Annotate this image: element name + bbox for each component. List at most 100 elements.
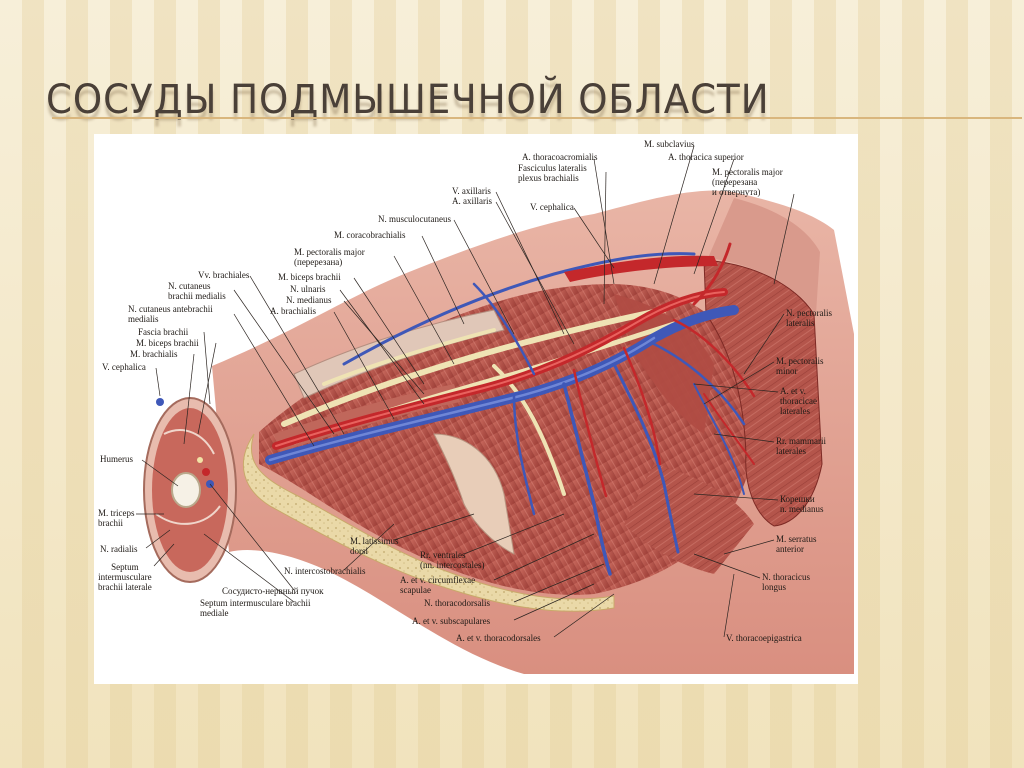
label-a-axillaris: A. axillaris bbox=[452, 196, 492, 206]
label-line: medialis bbox=[128, 314, 159, 324]
label-line: Rr. ventrales bbox=[420, 550, 466, 560]
label-line: M. triceps bbox=[98, 508, 135, 518]
label-line: V. cephalica bbox=[530, 202, 574, 212]
label-a-v-thoracodorsales: A. et v. thoracodorsales bbox=[456, 633, 541, 643]
label-line: brachii bbox=[98, 518, 123, 528]
latissimus-dorsi-tendon bbox=[433, 433, 515, 555]
label-line: anterior bbox=[776, 544, 804, 554]
serratus-anterior bbox=[624, 464, 754, 574]
label-line: V. thoracoepigastrica bbox=[726, 633, 802, 643]
label-line: Fasciculus lateralis bbox=[518, 163, 587, 173]
label-line: intermusculare bbox=[98, 572, 152, 582]
label-line: laterales bbox=[780, 406, 810, 416]
label-line: A. brachialis bbox=[270, 306, 316, 316]
label-v-cephalica-top: V. cephalica bbox=[530, 202, 574, 212]
label-a-brachialis: A. brachialis bbox=[270, 306, 316, 316]
label-a-thoracoacromialis: A. thoracoacromialis bbox=[522, 152, 597, 162]
label-line: N. pectoralis bbox=[786, 308, 832, 318]
label-line: M. subclavius bbox=[644, 139, 695, 149]
label-n-thoracodorsalis: N. thoracodorsalis bbox=[424, 598, 490, 608]
label-m-biceps-brachii-left: M. biceps brachii bbox=[136, 338, 199, 348]
pectoralis-major-flap bbox=[703, 259, 823, 527]
label-line: N. cutaneus bbox=[168, 281, 211, 291]
label-line: (nn. intercostales) bbox=[420, 560, 485, 570]
cephalic-vein bbox=[342, 252, 696, 366]
label-a-v-subscapulares: A. et v. subscapulares bbox=[412, 616, 490, 626]
label-line: M. latissimus bbox=[350, 536, 399, 546]
label-line: V. axillaris bbox=[452, 186, 491, 196]
label-n-musculocutaneus: N. musculocutaneus bbox=[378, 214, 451, 224]
leader-lines bbox=[136, 145, 795, 638]
label-line: M. coracobrachialis bbox=[334, 230, 406, 240]
label-line: N. thoracicus bbox=[762, 572, 810, 582]
label-v-axillaris: V. axillaris bbox=[452, 186, 491, 196]
label-line: brachii laterale bbox=[98, 582, 152, 592]
label-line: M. serratus bbox=[776, 534, 817, 544]
label-line: Humerus bbox=[100, 454, 133, 464]
label-line: scapulae bbox=[400, 585, 431, 595]
label-line: M. brachialis bbox=[130, 349, 178, 359]
label-line: N. ulnaris bbox=[290, 284, 326, 294]
label-n-ulnaris: N. ulnaris bbox=[290, 284, 326, 294]
label-line: lateralis bbox=[786, 318, 815, 328]
label-m-coracobrachialis: M. coracobrachialis bbox=[334, 230, 405, 240]
label-m-brachialis: M. brachialis bbox=[130, 349, 178, 359]
label-line: V. cephalica bbox=[102, 362, 146, 372]
label-line: и отвернута) bbox=[712, 187, 761, 197]
slide-title: СОСУДЫ ПОДМЫШЕЧНОЙ ОБЛАСТИ bbox=[46, 77, 770, 123]
label-line: A. et v. subscapulares bbox=[412, 616, 491, 626]
axillary-region-drawing bbox=[136, 145, 854, 675]
label-m-pectoralis-major-l: M. pectoralis major(перерезана) bbox=[294, 247, 365, 267]
label-line: N. medianus bbox=[286, 295, 332, 305]
label-line: A. et v. bbox=[780, 386, 806, 396]
label-sosudisto-nervnyi: Сосудисто-нервный пучок bbox=[222, 586, 323, 596]
label-humerus: Humerus bbox=[100, 454, 133, 464]
anatomy-illustration: M. subclavius A. thoracoacromialis A. thor… bbox=[94, 134, 858, 684]
label-line: A. thoracoacromialis bbox=[522, 152, 598, 162]
label-line: brachii medialis bbox=[168, 291, 226, 301]
label-line: (перерезана) bbox=[294, 257, 343, 267]
humerus-bone bbox=[171, 472, 201, 508]
label-line: mediale bbox=[200, 608, 229, 618]
label-line: A. axillaris bbox=[452, 196, 492, 206]
label-line: (перерезана bbox=[712, 177, 758, 187]
label-line: Rr. mammarii bbox=[776, 436, 826, 446]
pectoralis-minor bbox=[614, 294, 714, 434]
label-line: Fascia brachii bbox=[138, 327, 189, 337]
label-line: laterales bbox=[776, 446, 806, 456]
label-line: A. thoracica superior bbox=[668, 152, 744, 162]
label-line: M. pectoralis major bbox=[294, 247, 365, 257]
anatomy-labels: M. subclavius A. thoracoacromialis A. thor… bbox=[94, 134, 858, 684]
label-line: thoracicae bbox=[780, 396, 817, 406]
label-line: M. biceps brachii bbox=[278, 272, 341, 282]
label-line: M. pectoralis major bbox=[712, 167, 783, 177]
label-a-thoracica-superior: A. thoracica superior bbox=[668, 152, 744, 162]
label-line: Septum bbox=[111, 562, 139, 572]
label-fascia-brachii: Fascia brachii bbox=[138, 327, 188, 337]
label-line: A. et v. thoracodorsales bbox=[456, 633, 541, 643]
label-n-intercostobrachialis: N. intercostobrachialis bbox=[284, 566, 365, 576]
label-line: longus bbox=[762, 582, 787, 592]
label-line: minor bbox=[776, 366, 798, 376]
label-line: M. biceps brachii bbox=[136, 338, 199, 348]
label-line: N. radialis bbox=[100, 544, 138, 554]
label-v-thoracoepigastrica: V. thoracoepigastrica bbox=[726, 633, 802, 643]
label-vv-brachiales: Vv. brachiales bbox=[198, 270, 249, 280]
label-line: n. medianus bbox=[780, 504, 824, 514]
